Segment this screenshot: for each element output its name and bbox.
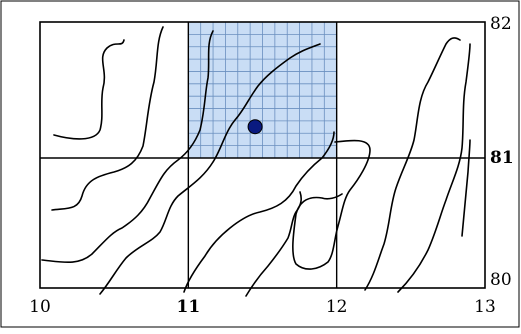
contour-line [397,43,471,293]
graticule-lines [40,22,485,288]
x-axis-label: 10 [29,297,51,317]
contour-line [99,43,321,295]
x-axis-label: 12 [326,297,348,317]
contour-line [51,26,164,211]
y-axis-label: 81 [490,148,514,168]
highlighted-grid-square [188,22,337,158]
location-point [247,119,263,135]
y-axis-labels: 82 81 80 [490,14,514,290]
contour-line [41,30,214,264]
y-axis-label: 82 [490,14,512,34]
x-axis-labels: 10 11 12 13 [29,297,496,317]
x-axis-label: 13 [474,297,496,317]
contour-line [292,139,371,270]
map-frame [39,21,486,289]
y-axis-label: 80 [490,270,512,290]
x-axis-label: 11 [176,297,200,317]
contour-line [364,37,461,291]
contour-lines [41,26,471,297]
contour-line [461,139,471,237]
contour-line [53,39,125,140]
